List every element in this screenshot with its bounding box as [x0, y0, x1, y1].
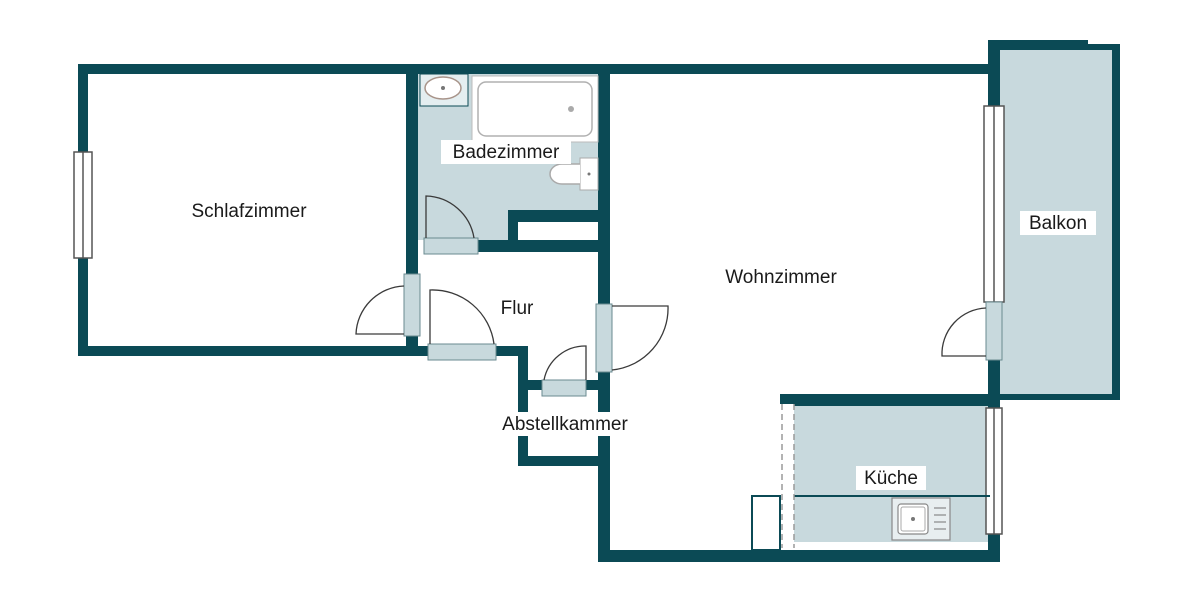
door-frame-balkon: [985, 301, 1003, 361]
wall-bad-shaft: [508, 210, 602, 222]
wall-balkon-top: [988, 40, 1088, 50]
label-flur: Flur: [501, 298, 534, 319]
wall-wohn-bottom: [598, 550, 1000, 562]
label-wohnzimmer: Wohnzimmer: [725, 267, 837, 288]
bathroom-fixtures: [419, 73, 599, 240]
wall-schlaf-bad: [406, 64, 418, 274]
wall-kueche-top: [780, 394, 1000, 406]
toilet-icon: [549, 163, 580, 185]
door-swing-bad: [425, 195, 475, 239]
label-abstellkammer: Abstellkammer: [502, 414, 628, 435]
walls: [78, 40, 1120, 562]
windows: [73, 105, 1005, 535]
wall-abstell-left: [518, 346, 528, 466]
door-frame-abstell: [541, 379, 587, 397]
wall-top: [78, 64, 998, 74]
door-swing-flur: [429, 289, 495, 345]
door-frames: [403, 237, 1003, 397]
door-swings: [355, 195, 987, 381]
door-frame-schlaf: [403, 273, 421, 337]
wall-balkon-bottom: [1000, 394, 1120, 400]
door-frame-flur-bottom: [427, 343, 497, 361]
wall-balkon-right: [1112, 44, 1120, 400]
door-swing-balkon: [941, 307, 987, 357]
wall-wohn-right-upper: [988, 40, 1000, 106]
label-schlafzimmer: Schlafzimmer: [191, 201, 307, 222]
kueche-niche: [751, 495, 781, 551]
room-labels: Schlafzimmer Badezimmer Flur Abstellkamm…: [191, 140, 1096, 490]
shaft-void: [518, 222, 598, 240]
wall-abstell-top-right: [586, 380, 602, 390]
kitchen-fixtures: [751, 404, 990, 551]
wall-abstell-bottom: [518, 456, 602, 466]
kueche-opening: [780, 404, 794, 550]
schlafzimmer-floor: [86, 74, 408, 346]
label-badezimmer: Badezimmer: [453, 142, 560, 163]
wall-left-lower: [78, 258, 88, 356]
door-swing-abstell: [543, 345, 587, 381]
wall-schlaf-flur-low: [406, 336, 418, 356]
door-swing-schlaf: [355, 285, 405, 335]
wall-kueche-right-low: [988, 534, 1000, 562]
wall-bad-shaft-side: [508, 210, 518, 250]
wall-left-upper: [78, 64, 88, 152]
door-frame-wohn: [595, 303, 613, 373]
wall-flur-bottom-mid: [496, 346, 528, 356]
wall-flur-wohn-low: [598, 372, 610, 562]
wall-balkon-top-thin: [1088, 44, 1120, 50]
door-swing-wohn: [611, 305, 669, 371]
wall-bad-bottom: [478, 240, 602, 252]
wall-schlafzimmer-bottom: [78, 346, 428, 356]
label-kueche: Küche: [864, 468, 918, 489]
door-frame-bad: [423, 237, 479, 255]
wall-abstell-top-left: [518, 380, 542, 390]
label-balkon: Balkon: [1029, 213, 1087, 234]
wall-bad-wohn: [598, 64, 610, 304]
